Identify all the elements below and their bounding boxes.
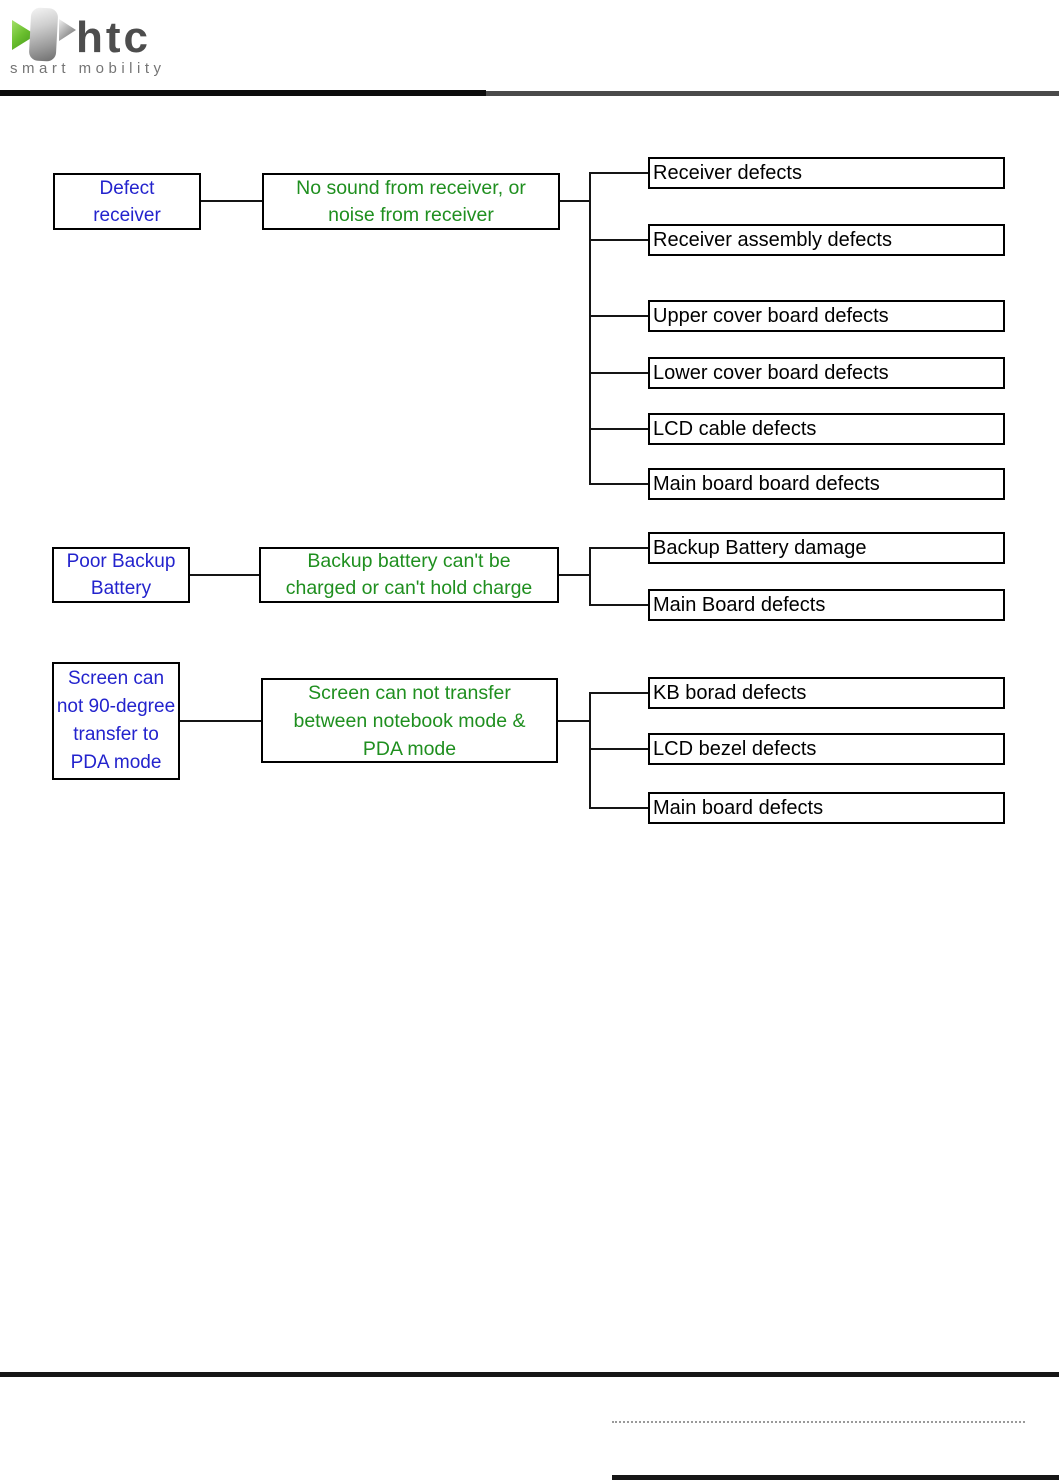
- brand-name: htc: [76, 13, 151, 62]
- symptom-box-screen-transfer: Screen can not transfer between notebook…: [261, 678, 558, 763]
- connector-trunk: [589, 547, 591, 606]
- cause-box-screen-transfer: Screen can not 90-degree transfer to PDA…: [52, 662, 180, 780]
- htc-logo: htc smart mobility: [0, 0, 220, 90]
- connector-branch: [589, 748, 648, 750]
- connector-branch: [589, 239, 648, 241]
- connector-branch: [589, 372, 648, 374]
- defect-box: Main board board defects: [648, 468, 1005, 500]
- defect-box: LCD cable defects: [648, 413, 1005, 445]
- symptom-box-no-sound: No sound from receiver, or noise from re…: [262, 173, 560, 230]
- connector-trunk: [589, 172, 591, 485]
- cause-box-poor-backup-battery: Poor Backup Battery: [52, 547, 190, 603]
- connector-branch: [589, 483, 648, 485]
- defect-box: LCD bezel defects: [648, 733, 1005, 765]
- connector-line: [559, 574, 590, 576]
- logo-gray-slab-icon: [28, 7, 59, 62]
- header-rule-right: [486, 91, 1059, 96]
- defect-box: Lower cover board defects: [648, 357, 1005, 389]
- connector-branch: [589, 315, 648, 317]
- defect-box: KB borad defects: [648, 677, 1005, 709]
- footer-rule-main: [0, 1372, 1059, 1377]
- defect-box: Receiver defects: [648, 157, 1005, 189]
- defect-box: Receiver assembly defects: [648, 224, 1005, 256]
- connector-line: [201, 200, 262, 202]
- logo-gray-arrow-icon: [59, 19, 76, 41]
- connector-branch: [589, 428, 648, 430]
- defect-box: Main board defects: [648, 792, 1005, 824]
- cause-box-defect-receiver: Defect receiver: [53, 173, 201, 230]
- symptom-box-backup-battery: Backup battery can't be charged or can't…: [259, 547, 559, 603]
- defect-box: Backup Battery damage: [648, 532, 1005, 564]
- header-rule-left: [0, 90, 486, 96]
- defect-box: Upper cover board defects: [648, 300, 1005, 332]
- connector-line: [558, 720, 590, 722]
- connector-trunk: [589, 692, 591, 809]
- connector-branch: [589, 604, 648, 606]
- connector-branch: [589, 172, 648, 174]
- connector-line: [560, 200, 590, 202]
- connector-line: [190, 574, 259, 576]
- footer-rule-bottom: [612, 1475, 1059, 1480]
- footer-rule-dotted: [612, 1421, 1025, 1423]
- connector-branch: [589, 692, 648, 694]
- defect-box: Main Board defects: [648, 589, 1005, 621]
- brand-tagline: smart mobility: [10, 60, 166, 77]
- connector-line: [180, 720, 261, 722]
- connector-branch: [589, 807, 648, 809]
- connector-branch: [589, 547, 648, 549]
